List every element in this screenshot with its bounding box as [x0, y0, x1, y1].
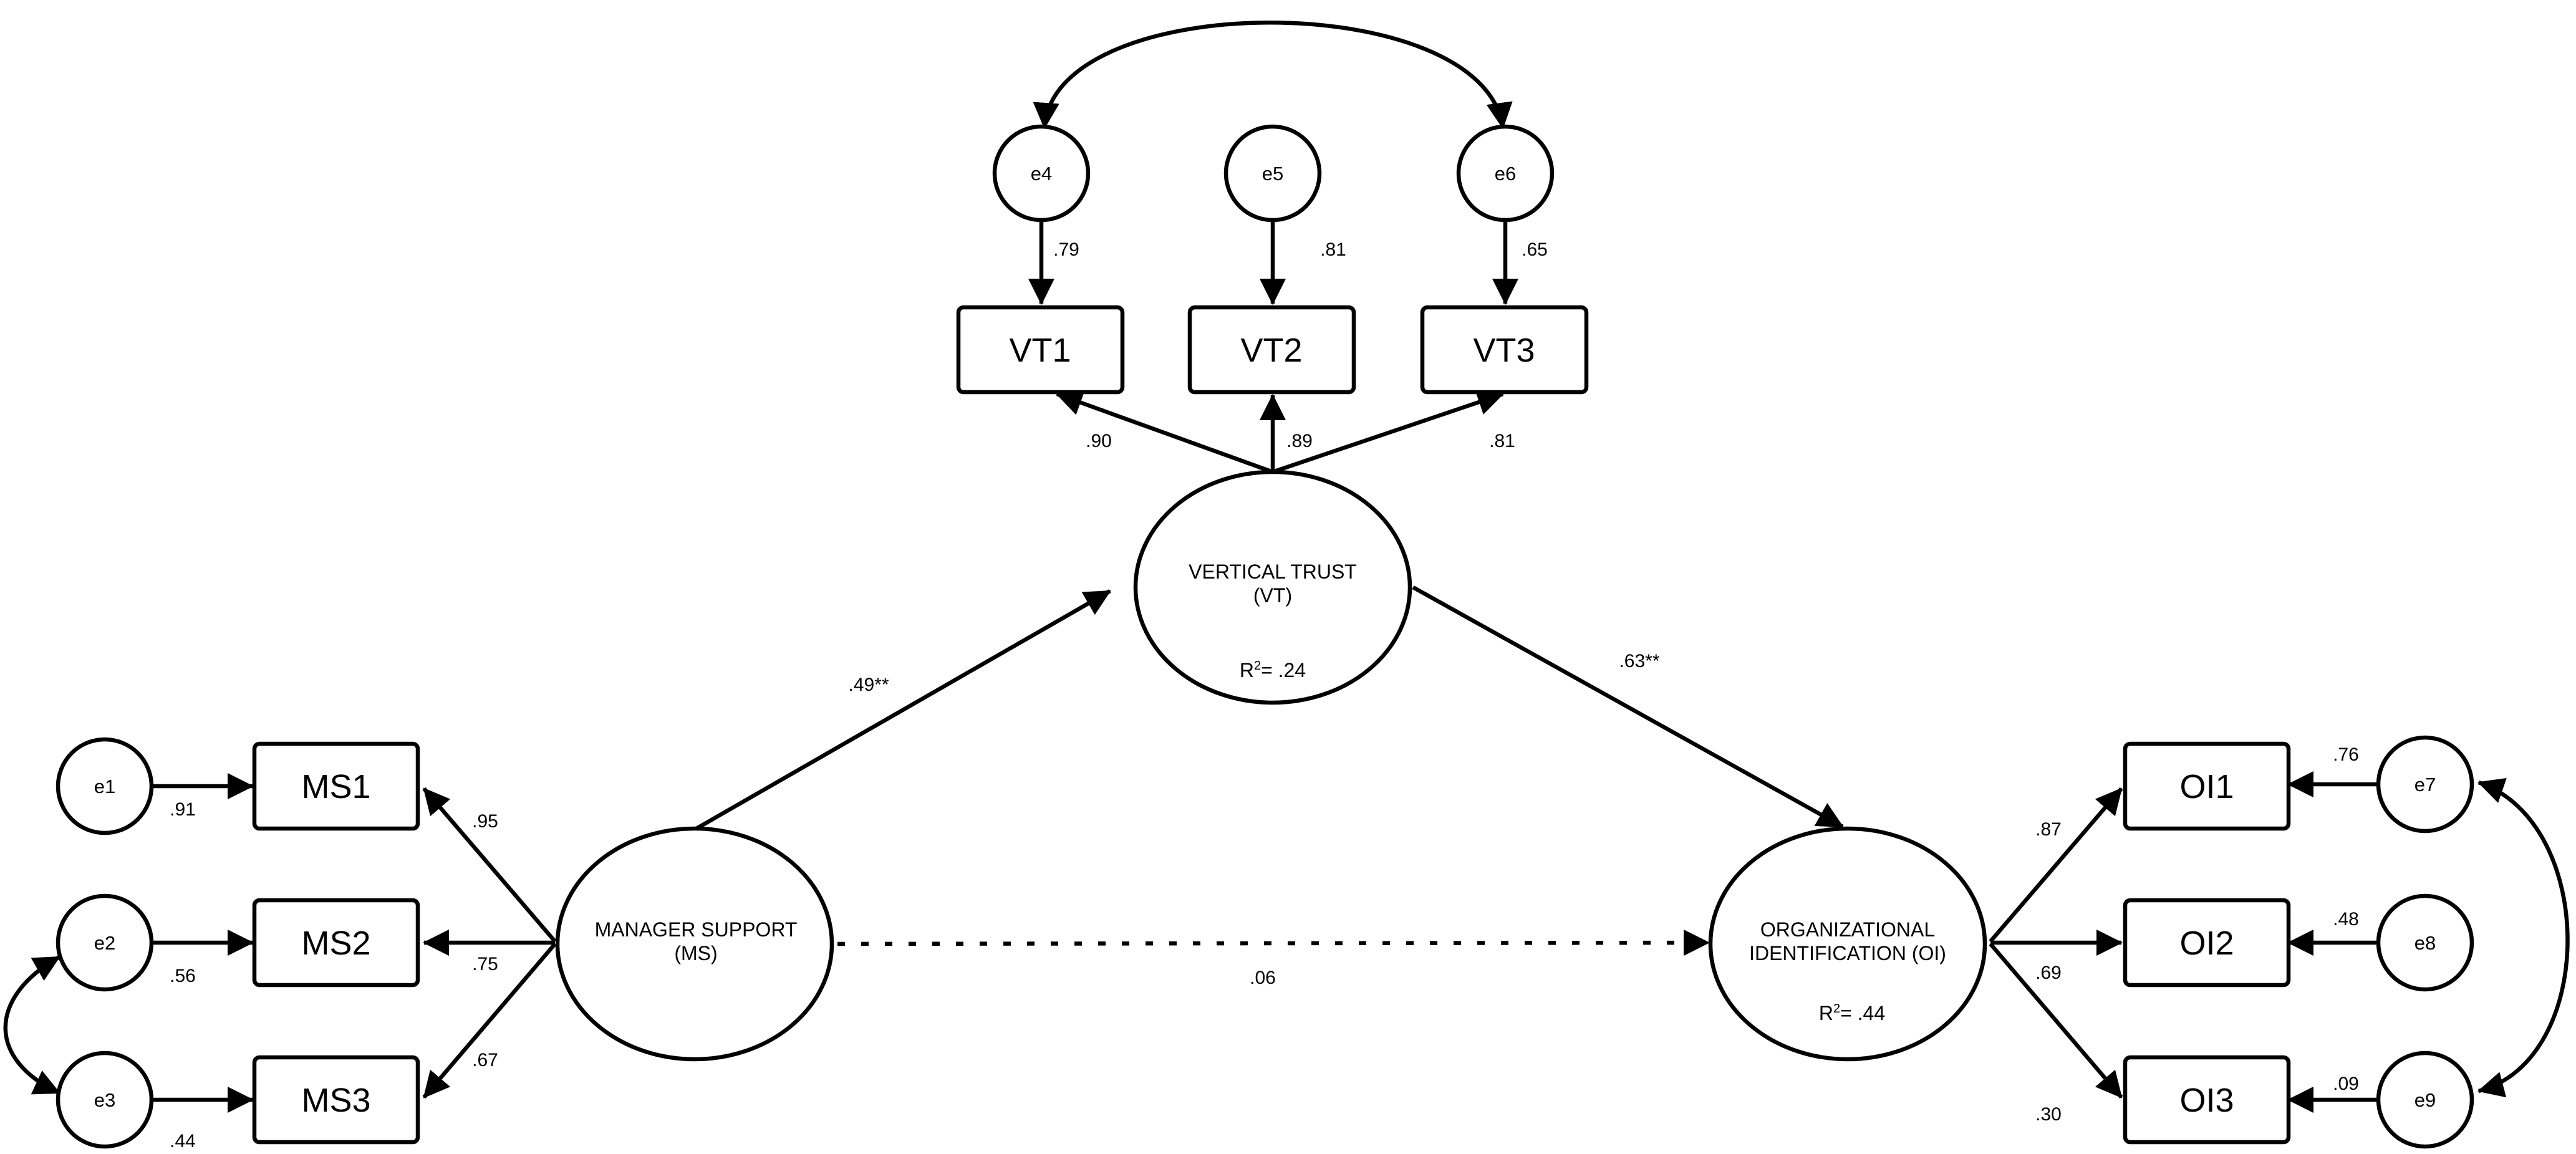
edge-labels: .91 .56 .44 .95 .75 .67 .79 .81 .65 .90 …: [170, 239, 2359, 1152]
latent-constructs: VERTICAL TRUST (VT) R2= .24 MANAGER SUPP…: [555, 469, 1987, 1062]
node-vt2: VT2: [1187, 305, 1356, 395]
node-oi3: OI3: [2123, 1055, 2291, 1145]
node-e4: e4: [992, 124, 1091, 223]
svg-text:VT3: VT3: [1473, 332, 1535, 369]
svg-text:e4: e4: [1031, 163, 1052, 185]
svg-text:IDENTIFICATION (OI): IDENTIFICATION (OI): [1749, 942, 1946, 964]
svg-text:e2: e2: [94, 932, 115, 954]
svg-text:e5: e5: [1262, 163, 1283, 185]
label-e8-oi2: .48: [2333, 909, 2359, 930]
label-e2-ms2: .56: [170, 966, 196, 986]
label-ms-vt: .49**: [848, 675, 889, 695]
svg-text:e9: e9: [2414, 1089, 2436, 1111]
label-oi-oi3: .30: [2035, 1104, 2062, 1125]
node-ms3: MS3: [252, 1055, 420, 1145]
svg-text:OI3: OI3: [2179, 1082, 2234, 1119]
label-vt-vt3: .81: [1489, 431, 1515, 451]
svg-text:e1: e1: [94, 776, 115, 797]
covariance-e4-e6: [1033, 21, 1513, 130]
label-ms-oi: .06: [1250, 968, 1276, 988]
indicators: MS1 MS2 MS3 VT1 VT2 VT3 OI1 OI2: [252, 305, 2291, 1145]
svg-text:e6: e6: [1495, 163, 1516, 185]
label-oi-oi2: .69: [2035, 963, 2062, 983]
label-e1-ms1: .91: [170, 799, 196, 820]
node-ms1: MS1: [252, 741, 420, 831]
svg-text:e3: e3: [94, 1089, 115, 1111]
error-terms: e1 e2 e3 e4 e5 e6 e7 e8: [55, 124, 2474, 1149]
node-e8: e8: [2376, 893, 2474, 992]
covariance-e2-e3: [3, 955, 60, 1095]
path-oi-oi3: [1989, 942, 2123, 1099]
svg-text:MS2: MS2: [301, 925, 370, 962]
svg-text:OI2: OI2: [2179, 925, 2234, 962]
svg-text:R2= .44: R2= .44: [1819, 1002, 1885, 1024]
node-vt: VERTICAL TRUST (VT) R2= .24: [1133, 469, 1412, 705]
node-oi1: OI1: [2123, 741, 2291, 831]
node-ms2: MS2: [252, 898, 420, 988]
covariance-e7-e9: [2477, 778, 2570, 1098]
label-oi-oi1: .87: [2035, 819, 2062, 840]
label-e3-ms3: .44: [170, 1131, 196, 1152]
label-vt-vt1: .90: [1086, 431, 1112, 451]
svg-text:VERTICAL TRUST: VERTICAL TRUST: [1189, 560, 1357, 583]
edges: [3, 21, 2570, 1113]
node-oi: ORGANIZATIONAL IDENTIFICATION (OI) R2= .…: [1708, 826, 1987, 1062]
label-ms-ms2: .75: [472, 954, 498, 974]
label-vt-oi: .63**: [1619, 651, 1659, 671]
node-vt1: VT1: [956, 305, 1125, 395]
label-e5-vt2: .81: [1320, 239, 1346, 260]
svg-text:ORGANIZATIONAL: ORGANIZATIONAL: [1760, 918, 1935, 941]
node-vt3: VT3: [1420, 305, 1589, 395]
node-oi2: OI2: [2123, 898, 2291, 988]
svg-text:OI1: OI1: [2179, 768, 2234, 805]
label-ms-ms1: .95: [472, 811, 498, 832]
node-e6: e6: [1456, 124, 1555, 223]
path-ms-vt: [694, 589, 1111, 831]
path-ms-ms1: [422, 787, 557, 943]
label-ms-ms3: .67: [472, 1050, 498, 1070]
node-e5: e5: [1223, 124, 1322, 223]
svg-text:(MS): (MS): [674, 942, 717, 964]
path-ms-oi: [837, 929, 1710, 956]
svg-text:MS1: MS1: [301, 768, 370, 805]
path-vt-oi: [1412, 585, 1844, 829]
label-vt-vt2: .89: [1286, 431, 1313, 451]
svg-text:MS3: MS3: [301, 1082, 370, 1119]
label-e9-oi3: .09: [2333, 1074, 2359, 1094]
path-vt-vt1: [1056, 390, 1274, 474]
svg-text:MANAGER SUPPORT: MANAGER SUPPORT: [595, 918, 798, 941]
node-e9: e9: [2376, 1051, 2474, 1149]
node-e2: e2: [55, 893, 154, 992]
svg-text:(VT): (VT): [1253, 584, 1292, 607]
node-e3: e3: [55, 1051, 154, 1149]
svg-text:VT2: VT2: [1240, 332, 1302, 369]
path-vt-vt3: [1271, 389, 1505, 474]
node-e7: e7: [2376, 735, 2474, 834]
path-oi-oi1: [1989, 787, 2123, 943]
label-e7-oi1: .76: [2333, 744, 2359, 765]
svg-text:e7: e7: [2414, 774, 2436, 796]
node-ms: MANAGER SUPPORT (MS): [555, 826, 834, 1062]
node-e1: e1: [55, 737, 154, 835]
label-e4-vt1: .79: [1053, 239, 1079, 260]
svg-text:VT1: VT1: [1009, 332, 1071, 369]
label-e6-vt3: .65: [1522, 239, 1548, 260]
path-ms-ms3: [422, 942, 557, 1099]
svg-text:e8: e8: [2414, 932, 2436, 954]
svg-text:R2= .24: R2= .24: [1240, 659, 1306, 681]
